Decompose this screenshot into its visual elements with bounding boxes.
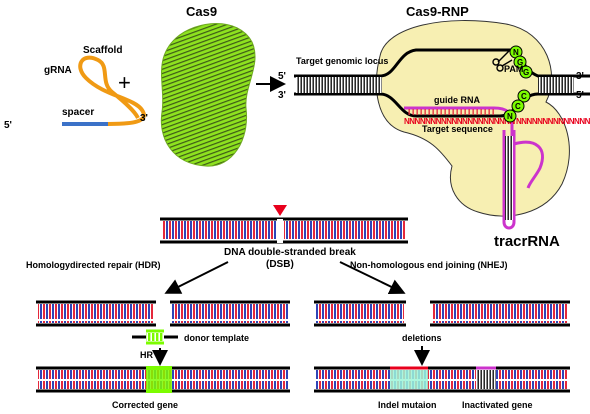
- inactivated-gene-label: Inactivated gene: [462, 400, 533, 410]
- target-three-prime: 3': [278, 90, 286, 101]
- target-right-three-prime: 3': [576, 71, 584, 82]
- scaffold-strand: [78, 55, 146, 126]
- indel-mutation-label: Indel mutaion: [378, 400, 437, 410]
- grna-label: gRNA: [44, 65, 72, 76]
- pam-letter-3: G: [523, 68, 529, 77]
- grna-three-prime: 3': [140, 113, 148, 124]
- donor-template-label: donor template: [184, 333, 249, 343]
- dsb-dna: DNA double-stranded break (DSB): [160, 205, 408, 270]
- guide-rna-label: guide RNA: [434, 95, 480, 105]
- deletions-label: deletions: [402, 333, 442, 343]
- tracrrna-rungs: [505, 136, 513, 220]
- pam-nucleotides: N G G PAM C C N: [503, 45, 533, 123]
- nhej-result-dna: Indel mutaion Inactivated gene: [314, 366, 570, 410]
- pam-label: PAM: [504, 64, 523, 74]
- dsb-dna-right: [284, 221, 406, 240]
- hdr-broken-dna: [36, 300, 290, 327]
- pam-compl-letter-2: C: [515, 102, 521, 111]
- target-five-prime: 5': [278, 71, 286, 82]
- scaffold-label: Scaffold: [83, 45, 122, 56]
- target-dna-rungs-left: [296, 77, 382, 93]
- hdr-arrow: [164, 261, 229, 294]
- cas9-rnp-label: Cas9-RNP: [406, 4, 469, 19]
- cas9-label: Cas9: [186, 4, 217, 19]
- cut-site-marker-icon: [273, 205, 287, 216]
- donor-template: donor template: [132, 329, 249, 345]
- tracrrna-stem: [502, 130, 516, 230]
- target-sequence-label: Target sequence: [422, 124, 493, 134]
- pam-compl-letter-1: C: [521, 92, 527, 101]
- guide-rna-pairing: [406, 109, 494, 115]
- plus-sign: +: [118, 70, 131, 95]
- dsb-label-line2: (DSB): [266, 259, 294, 270]
- n-sequence-left: NNNNNNNNNNNNNNNNNNNNN: [404, 117, 516, 126]
- dsb-gap: [277, 219, 283, 243]
- corrected-region: [146, 370, 172, 389]
- pam-compl-letter-3: N: [507, 112, 513, 121]
- nhej-arrow: [339, 261, 406, 294]
- corrected-gene-label: Corrected gene: [112, 400, 178, 410]
- tracrrna-label: tracrRNA: [494, 233, 560, 250]
- target-right-five-prime: 5': [576, 90, 584, 101]
- nhej-broken-dna: [314, 300, 570, 328]
- target-genomic-locus-label: Target genomic locus: [296, 56, 388, 66]
- inactivated-region: [476, 370, 496, 389]
- cas9-protein: Cas9: [160, 4, 256, 167]
- scissors-icon: [492, 49, 513, 72]
- n-sequence-right: NNNNNNNNNNNNNNNNNNNNN: [516, 117, 590, 126]
- target-dna-rungs-right: [538, 77, 574, 93]
- spacer-label: spacer: [62, 107, 94, 118]
- grna-molecule: spacer 5' 3' gRNA Scaffold: [4, 45, 148, 131]
- nhej-label: Non-homologous end joining (NHEJ): [350, 260, 507, 270]
- cas9-blob: [160, 23, 256, 167]
- grna-five-prime: 5': [4, 120, 12, 131]
- hr-label: HR: [140, 350, 153, 360]
- hdr-label: Homologydirected repair (HDR): [26, 260, 161, 270]
- pam-letter-1: N: [513, 48, 519, 57]
- dsb-dna-left: [162, 221, 276, 240]
- cas9-rnp-complex: Cas9-RNP 5' 3' 3' 5' Target genomic locu…: [278, 4, 590, 250]
- pam-letter-2: G: [517, 58, 523, 67]
- corrected-gene-dna: Corrected gene: [36, 366, 290, 410]
- dsb-label-line1: DNA double-stranded break: [224, 247, 356, 258]
- tracrrna-tail: [513, 140, 544, 189]
- indel-region: [390, 370, 428, 389]
